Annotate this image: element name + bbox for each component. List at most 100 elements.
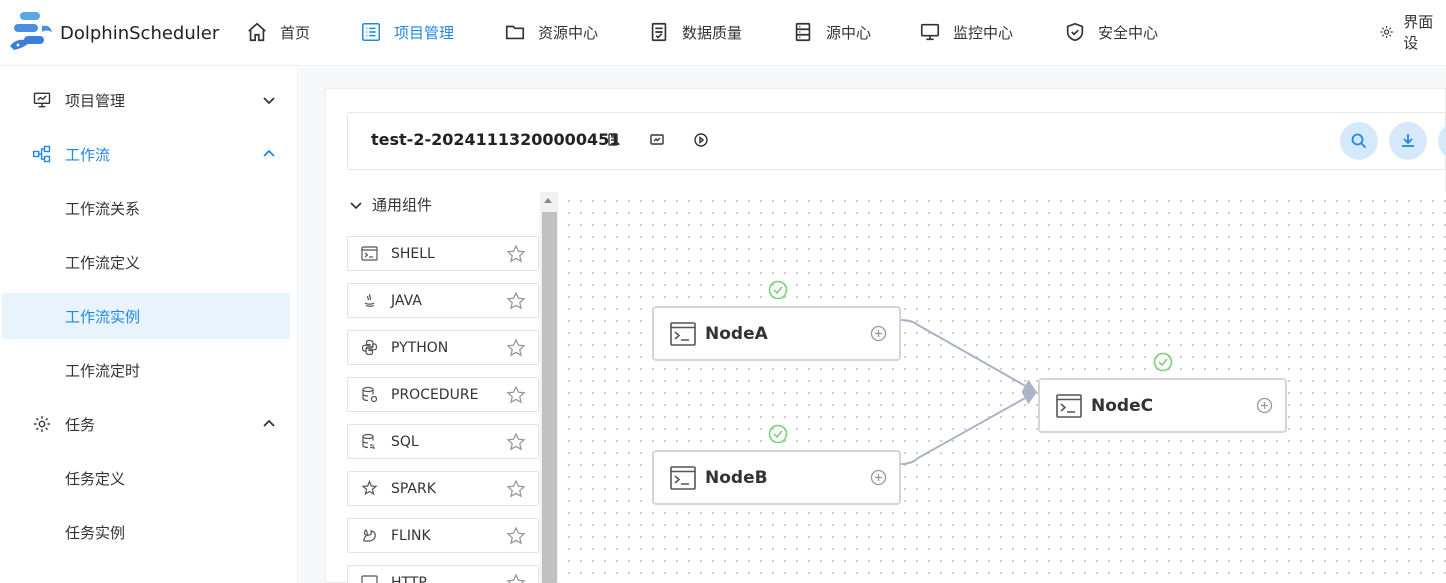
terminal-icon xyxy=(670,466,696,490)
component-java[interactable]: JAVA xyxy=(347,283,539,318)
component-group-header[interactable]: 通用组件 xyxy=(349,194,432,215)
dag-node-c[interactable]: NodeC xyxy=(1038,378,1287,433)
sidebar-group-workflow-label: 工作流 xyxy=(65,145,111,164)
component-label: PYTHON xyxy=(391,339,449,356)
search-button[interactable] xyxy=(1340,122,1378,160)
star-icon[interactable] xyxy=(506,525,526,546)
component-shell[interactable]: SHELL xyxy=(347,236,539,271)
success-check-icon xyxy=(768,280,788,300)
star-icon[interactable] xyxy=(506,478,526,499)
database-list-icon xyxy=(795,22,811,42)
star-icon[interactable] xyxy=(506,337,526,358)
node-label: NodeA xyxy=(705,323,768,344)
chevron-down-icon xyxy=(263,97,275,105)
component-spark[interactable]: SPARK xyxy=(347,471,539,506)
sidebar-item-task-instance[interactable]: 任务实例 xyxy=(65,523,126,542)
dag-node-a[interactable]: NodeA xyxy=(652,306,901,361)
terminal-icon xyxy=(670,322,696,346)
success-check-icon xyxy=(1153,352,1173,372)
nav-monitor[interactable]: 监控中心 xyxy=(919,19,1013,45)
sidebar-group-workflow[interactable]: 工作流 xyxy=(0,127,298,181)
dag-node-b[interactable]: NodeB xyxy=(652,450,901,505)
database-icon xyxy=(362,386,378,403)
nav-monitor-label: 监控中心 xyxy=(953,23,1014,42)
workflow-name: test-2-20241113200000451 xyxy=(371,130,621,149)
flink-squirrel-icon xyxy=(363,529,376,542)
terminal-icon xyxy=(1056,394,1082,418)
http-icon xyxy=(361,575,378,583)
plus-circle-icon[interactable] xyxy=(870,469,887,486)
app-name: DolphinScheduler xyxy=(60,22,220,44)
component-group-title: 通用组件 xyxy=(372,196,433,214)
nav-security[interactable]: 安全中心 xyxy=(1064,19,1158,45)
component-http[interactable]: HTTP xyxy=(347,565,539,583)
java-icon xyxy=(364,293,375,307)
component-label: HTTP xyxy=(391,574,427,583)
play-circle-icon[interactable] xyxy=(693,132,709,148)
download-button[interactable] xyxy=(1389,122,1427,160)
dag-toolbar xyxy=(347,112,1446,170)
nav-ui-settings[interactable]: 界面设 xyxy=(1379,13,1446,52)
nav-datasource-label: 源中心 xyxy=(826,23,872,42)
home-icon xyxy=(248,22,266,42)
nav-datasource[interactable]: 源中心 xyxy=(792,19,871,45)
component-label: SHELL xyxy=(391,245,435,262)
sidebar-item-workflow-instance[interactable]: 工作流实例 xyxy=(2,293,290,339)
component-python[interactable]: PYTHON xyxy=(347,330,539,365)
nav-home[interactable]: 首页 xyxy=(246,19,310,45)
component-sql[interactable]: SQL xyxy=(347,424,539,459)
plus-circle-icon[interactable] xyxy=(1256,397,1273,414)
folder-icon xyxy=(505,25,525,40)
gear-icon xyxy=(34,416,50,432)
star-icon[interactable] xyxy=(506,572,526,583)
sidebar-item-task-definition[interactable]: 任务定义 xyxy=(65,469,126,488)
shield-icon xyxy=(1066,22,1084,42)
copy-icon[interactable] xyxy=(605,132,621,148)
star-icon[interactable] xyxy=(506,243,526,264)
star-icon[interactable] xyxy=(506,290,526,311)
component-label: PROCEDURE xyxy=(391,386,479,403)
nav-data-quality[interactable]: 数据质量 xyxy=(648,19,742,45)
nav-home-label: 首页 xyxy=(280,23,311,42)
chevron-up-icon xyxy=(263,149,275,157)
sidebar-item-workflow-relation[interactable]: 工作流关系 xyxy=(65,199,141,218)
nav-ui-settings-label: 界面设 xyxy=(1403,13,1434,52)
terminal-icon xyxy=(361,246,378,261)
nav-project[interactable]: 项目管理 xyxy=(360,19,454,45)
monitor-icon xyxy=(920,23,940,41)
plus-circle-icon[interactable] xyxy=(870,325,887,342)
presentation-chart-icon xyxy=(33,92,51,108)
sidebar-group-task-label: 任务 xyxy=(65,415,96,434)
star-icon[interactable] xyxy=(506,431,526,452)
component-label: FLINK xyxy=(391,527,431,544)
component-procedure[interactable]: PROCEDURE xyxy=(347,377,539,412)
app-logo[interactable]: DolphinScheduler xyxy=(8,12,219,54)
sidebar-group-task[interactable]: 任务 xyxy=(0,397,298,451)
chevron-down-icon xyxy=(350,201,362,209)
nav-data-quality-label: 数据质量 xyxy=(682,23,743,42)
nav-project-label: 项目管理 xyxy=(394,23,455,42)
component-scrollbar-thumb[interactable] xyxy=(542,212,557,583)
list-icon xyxy=(362,23,380,41)
component-label: SPARK xyxy=(391,480,436,497)
dag-canvas[interactable] xyxy=(560,192,1446,583)
nav-resource[interactable]: 资源中心 xyxy=(504,19,598,45)
success-check-icon xyxy=(768,424,788,444)
node-label: NodeC xyxy=(1091,395,1154,416)
more-tool-button[interactable] xyxy=(1438,122,1446,160)
gear-icon xyxy=(1380,25,1393,39)
dolphin-logo-icon xyxy=(10,12,52,50)
scroll-up-arrow-icon[interactable] xyxy=(544,198,552,203)
sidebar-item-workflow-definition[interactable]: 工作流定义 xyxy=(65,253,141,272)
sidebar: 项目管理 工作流 工作流关系 工作流定义 工作流实例 工作流定时 任务 任务定义… xyxy=(0,67,298,583)
node-label: NodeB xyxy=(705,467,768,488)
search-icon xyxy=(1351,133,1367,149)
edit-settings-icon[interactable] xyxy=(649,132,665,148)
star-icon[interactable] xyxy=(506,384,526,405)
sidebar-group-project-label: 项目管理 xyxy=(65,91,126,110)
sidebar-group-project[interactable]: 项目管理 xyxy=(0,73,298,127)
sidebar-item-workflow-timing[interactable]: 工作流定时 xyxy=(65,361,141,380)
workflow-tree-icon xyxy=(32,145,51,163)
component-label: JAVA xyxy=(391,292,422,309)
component-flink[interactable]: FLINK xyxy=(347,518,539,553)
